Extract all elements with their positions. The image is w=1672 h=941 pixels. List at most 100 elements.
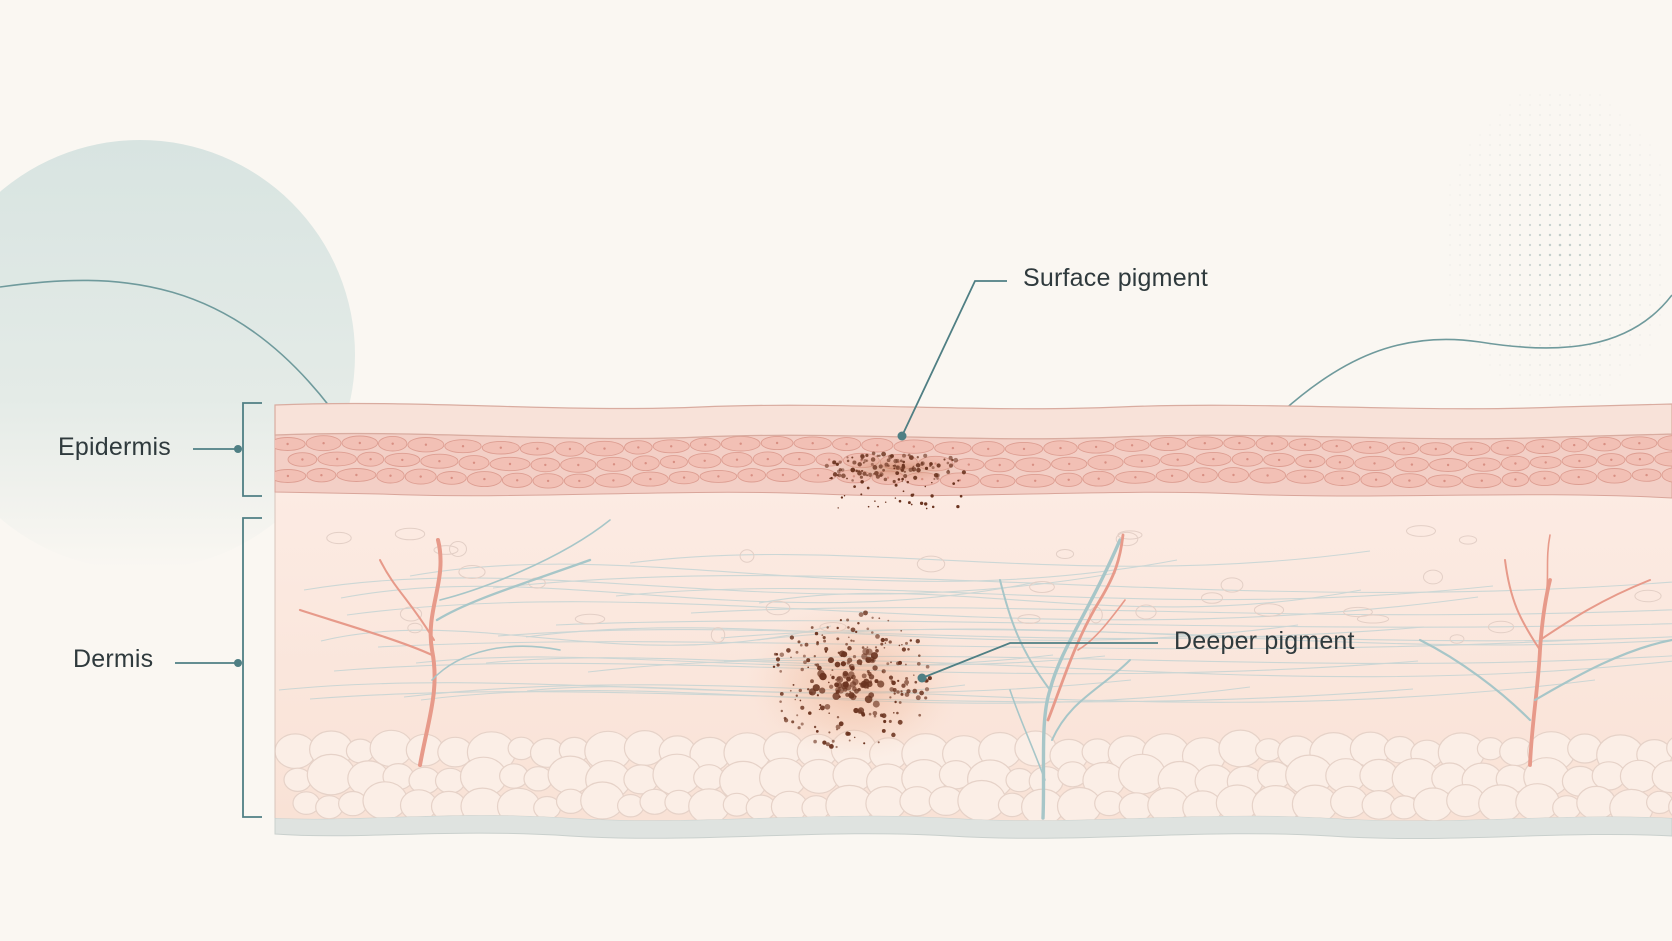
fat-lobules	[275, 729, 1672, 821]
grid-dot	[1599, 314, 1601, 316]
grid-dot	[1629, 344, 1631, 346]
grid-dot	[1539, 124, 1541, 126]
grid-dot	[1619, 304, 1621, 306]
grid-dot	[1599, 214, 1601, 216]
grid-dot	[1578, 193, 1582, 197]
grid-dot	[1629, 314, 1631, 316]
grid-dot	[1539, 344, 1541, 346]
grid-dot	[1509, 154, 1511, 156]
grid-dot	[1619, 354, 1621, 356]
grid-dot	[1509, 144, 1511, 146]
grid-dot	[1549, 304, 1551, 306]
grid-dot	[1589, 314, 1591, 316]
grid-dot	[1599, 164, 1601, 166]
grid-dot	[1588, 263, 1592, 267]
grid-dot	[1529, 314, 1531, 316]
grid-dot	[1629, 234, 1631, 236]
grid-dot	[1489, 144, 1491, 146]
grid-dot	[1529, 164, 1531, 166]
grid-dot	[1639, 194, 1641, 196]
grid-dot	[1619, 114, 1621, 116]
grid-dot	[1479, 274, 1481, 276]
grid-dot	[1539, 384, 1541, 386]
grid-dot	[1529, 364, 1531, 366]
grid-dot	[1538, 203, 1542, 207]
grid-dot	[1639, 254, 1641, 256]
grid-dot	[1579, 374, 1581, 376]
grid-dot	[1619, 284, 1621, 286]
grid-dot	[1549, 374, 1551, 376]
deeper-pigment-label: Deeper pigment	[1174, 627, 1355, 655]
grid-dot	[1489, 134, 1491, 136]
grid-dot	[1509, 374, 1511, 376]
grid-dot	[1489, 274, 1491, 276]
grid-dot	[1528, 273, 1532, 277]
grid-dot	[1499, 264, 1501, 266]
grid-dot	[1619, 364, 1621, 366]
grid-dot	[1548, 193, 1552, 197]
grid-dot	[1629, 204, 1631, 206]
grid-dot	[1489, 334, 1491, 336]
grid-dot	[1519, 204, 1521, 206]
grid-dot	[1449, 304, 1451, 306]
grid-dot	[1549, 164, 1551, 166]
grid-dot	[1449, 234, 1451, 236]
grid-dot	[1659, 164, 1661, 166]
grid-dot	[1569, 164, 1571, 166]
grid-dot	[1609, 114, 1611, 116]
grid-dot	[1499, 164, 1501, 166]
grid-dot	[1639, 214, 1641, 216]
grid-dot	[1549, 104, 1551, 106]
grid-dot	[1569, 134, 1571, 136]
grid-dot	[1509, 384, 1511, 386]
grid-dot	[1519, 364, 1521, 366]
grid-dot	[1589, 324, 1591, 326]
grid-dot	[1479, 144, 1481, 146]
grid-dot	[1479, 254, 1481, 256]
grid-dot	[1449, 204, 1451, 206]
grid-dot	[1489, 314, 1491, 316]
grid-dot	[1479, 154, 1481, 156]
grid-dot	[1598, 233, 1602, 237]
grid-dot	[1529, 174, 1531, 176]
grid-dot	[1609, 324, 1611, 326]
fat-cell	[617, 793, 645, 818]
grid-dot	[1539, 104, 1541, 106]
fat-cell	[1668, 793, 1672, 821]
grid-dot	[1639, 154, 1641, 156]
grid-dot	[1539, 184, 1541, 186]
grid-dot	[1659, 324, 1661, 326]
grid-dot	[1469, 324, 1471, 326]
grid-dot	[1499, 304, 1501, 306]
grid-dot	[1548, 223, 1552, 227]
fat-cell	[580, 781, 625, 820]
grid-dot	[1529, 294, 1531, 296]
grid-dot	[1639, 264, 1641, 266]
grid-dot	[1609, 254, 1611, 256]
grid-dot	[1589, 164, 1591, 166]
grid-dot	[1588, 253, 1592, 257]
grid-dot	[1529, 394, 1531, 396]
grid-dot	[1558, 233, 1562, 237]
grid-dot	[1639, 174, 1641, 176]
grid-dot	[1548, 263, 1552, 267]
grid-dot	[1649, 184, 1651, 186]
grid-dot	[1539, 174, 1541, 176]
grid-dot	[1579, 354, 1581, 356]
grid-dot	[1619, 324, 1621, 326]
grid-dot	[1519, 174, 1521, 176]
grid-dot	[1539, 394, 1541, 396]
grid-dot	[1469, 334, 1471, 336]
grid-dot	[1659, 244, 1661, 246]
grid-dot	[1568, 253, 1572, 257]
grid-dot	[1599, 284, 1601, 286]
grid-dot	[1549, 394, 1551, 396]
grid-dot	[1579, 364, 1581, 366]
grid-dot	[1578, 253, 1582, 257]
grid-dot	[1599, 324, 1601, 326]
grid-dot	[1529, 104, 1531, 106]
grid-dot	[1619, 294, 1621, 296]
grid-dot	[1568, 213, 1572, 217]
grid-dot	[1579, 104, 1581, 106]
grid-dot	[1499, 204, 1501, 206]
